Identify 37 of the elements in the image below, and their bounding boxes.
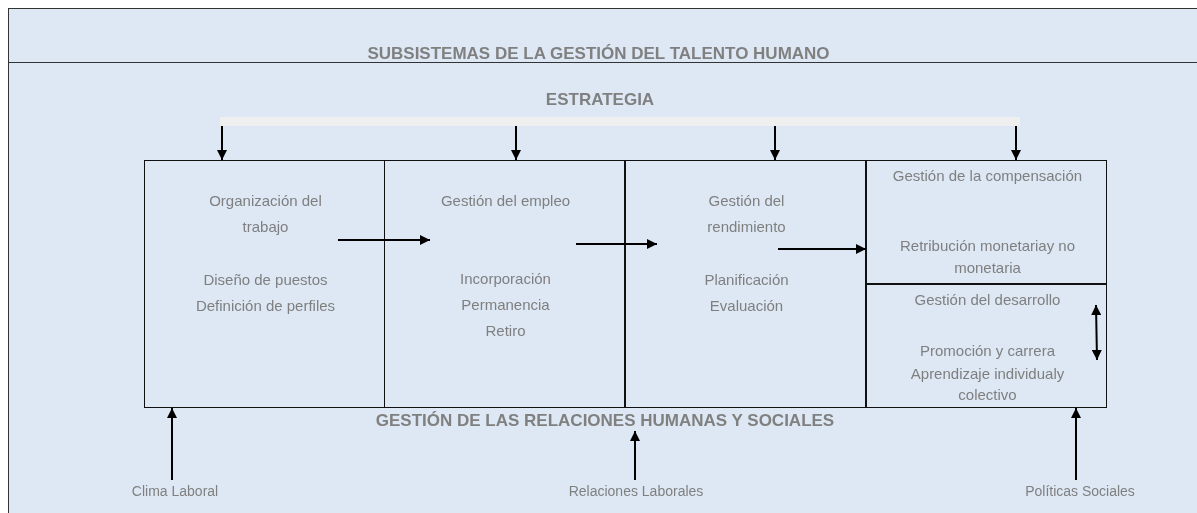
box-heading: Gestión del rendimiento xyxy=(706,191,787,237)
arrow xyxy=(337,235,431,245)
box-heading: Organización del trabajo xyxy=(208,191,323,237)
box-item: Promoción y carrera xyxy=(918,341,1056,361)
process-box xyxy=(384,160,625,408)
box-item: Incorporación xyxy=(459,269,552,289)
diagram-title: SUBSISTEMAS DE LA GESTIÓN DEL TALENTO HUMANO xyxy=(366,44,831,64)
arrow xyxy=(511,125,521,161)
box-item: Aprendizaje individualy colectivo xyxy=(909,364,1066,405)
arrow xyxy=(217,125,227,161)
box-item: Definición de perfiles xyxy=(194,296,337,316)
heading-text: GESTIÓN DE LAS RELACIONES HUMANAS Y SOCIALES xyxy=(300,410,910,431)
factor-label: Relaciones Laborales xyxy=(556,482,716,500)
box-item: Evaluación xyxy=(708,296,785,316)
box-item: Retiro xyxy=(484,321,527,341)
process-box xyxy=(144,160,385,408)
factor-label: Clima Laboral xyxy=(110,482,240,500)
arrow xyxy=(777,244,867,254)
arrow xyxy=(1071,407,1081,481)
box-item: Permanencia xyxy=(460,295,551,315)
process-box xyxy=(866,284,1107,408)
box-item: Diseño de puestos xyxy=(202,270,329,290)
strategy-bar xyxy=(220,117,1020,126)
box-item: Planificación xyxy=(703,270,790,290)
box-heading: Gestión de la compensación xyxy=(891,166,1084,186)
arrow xyxy=(167,407,177,481)
box-item: Retribución monetariay no monetaria xyxy=(898,236,1077,278)
arrow xyxy=(575,239,658,249)
heading-text: ESTRATEGIA xyxy=(450,88,750,112)
box-heading: Gestión del empleo xyxy=(439,191,572,211)
arrow xyxy=(1011,125,1021,161)
process-box xyxy=(866,160,1107,284)
box-heading: Gestión del desarrollo xyxy=(913,290,1062,310)
process-box xyxy=(625,160,866,408)
factor-label: Políticas Sociales xyxy=(1010,482,1150,500)
arrow xyxy=(770,125,780,161)
arrow xyxy=(630,430,640,481)
